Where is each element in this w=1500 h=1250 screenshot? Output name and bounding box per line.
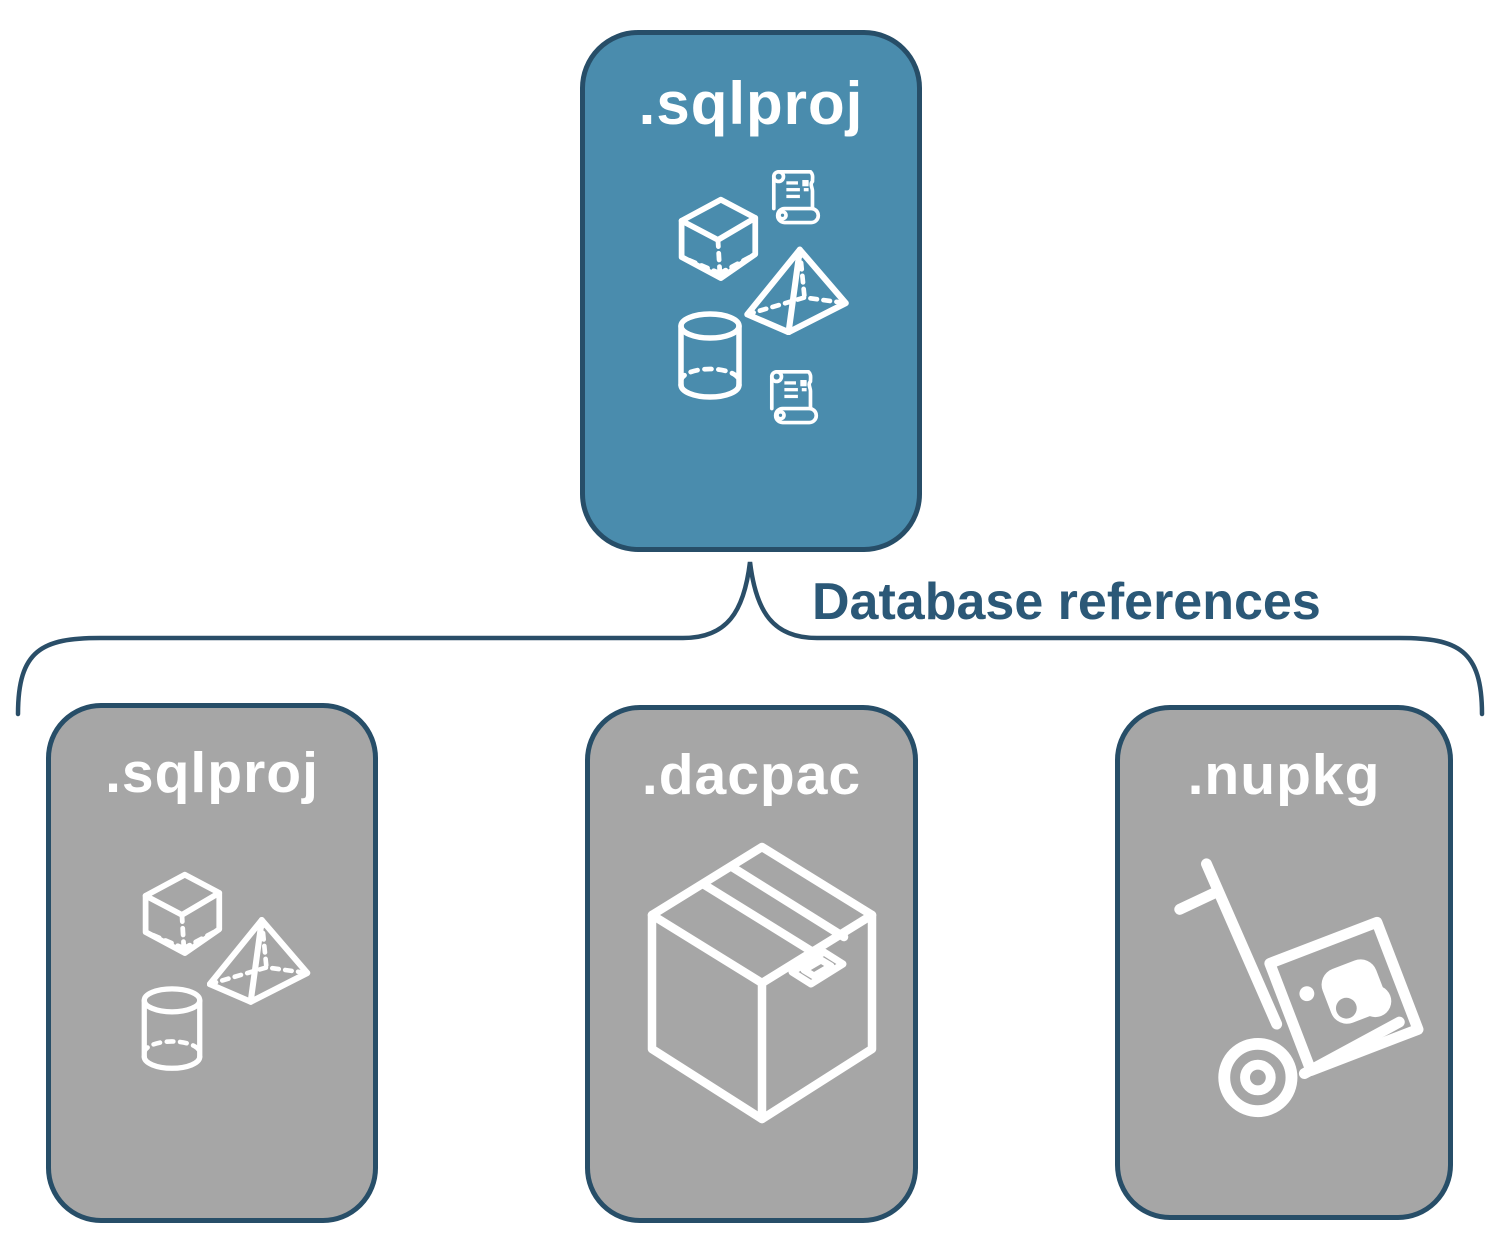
- node-child-dacpac-title: .dacpac: [641, 743, 862, 807]
- node-child-sqlproj: .sqlproj: [46, 703, 378, 1223]
- scroll-icon: [771, 169, 821, 225]
- node-child-nupkg: .nupkg: [1115, 705, 1453, 1220]
- cylinder-icon: [141, 986, 203, 1071]
- node-child-nupkg-title: .nupkg: [1187, 743, 1381, 807]
- cube-icon: [142, 871, 223, 956]
- node-child-dacpac: .dacpac: [585, 705, 918, 1223]
- pyramid-icon: [744, 246, 849, 335]
- brace-connector: [15, 561, 1485, 717]
- package-box-icon: [647, 842, 877, 1124]
- scroll-icon: [769, 369, 819, 425]
- node-root-title: .sqlproj: [638, 70, 864, 137]
- connector-label: Database references: [812, 573, 1321, 631]
- node-child-sqlproj-title: .sqlproj: [105, 741, 319, 805]
- pyramid-icon: [207, 917, 311, 1005]
- node-root-sqlproj: .sqlproj: [580, 30, 922, 552]
- cube-icon: [678, 196, 759, 281]
- nuget-handtruck-icon: [1174, 858, 1424, 1118]
- cylinder-icon: [678, 311, 742, 400]
